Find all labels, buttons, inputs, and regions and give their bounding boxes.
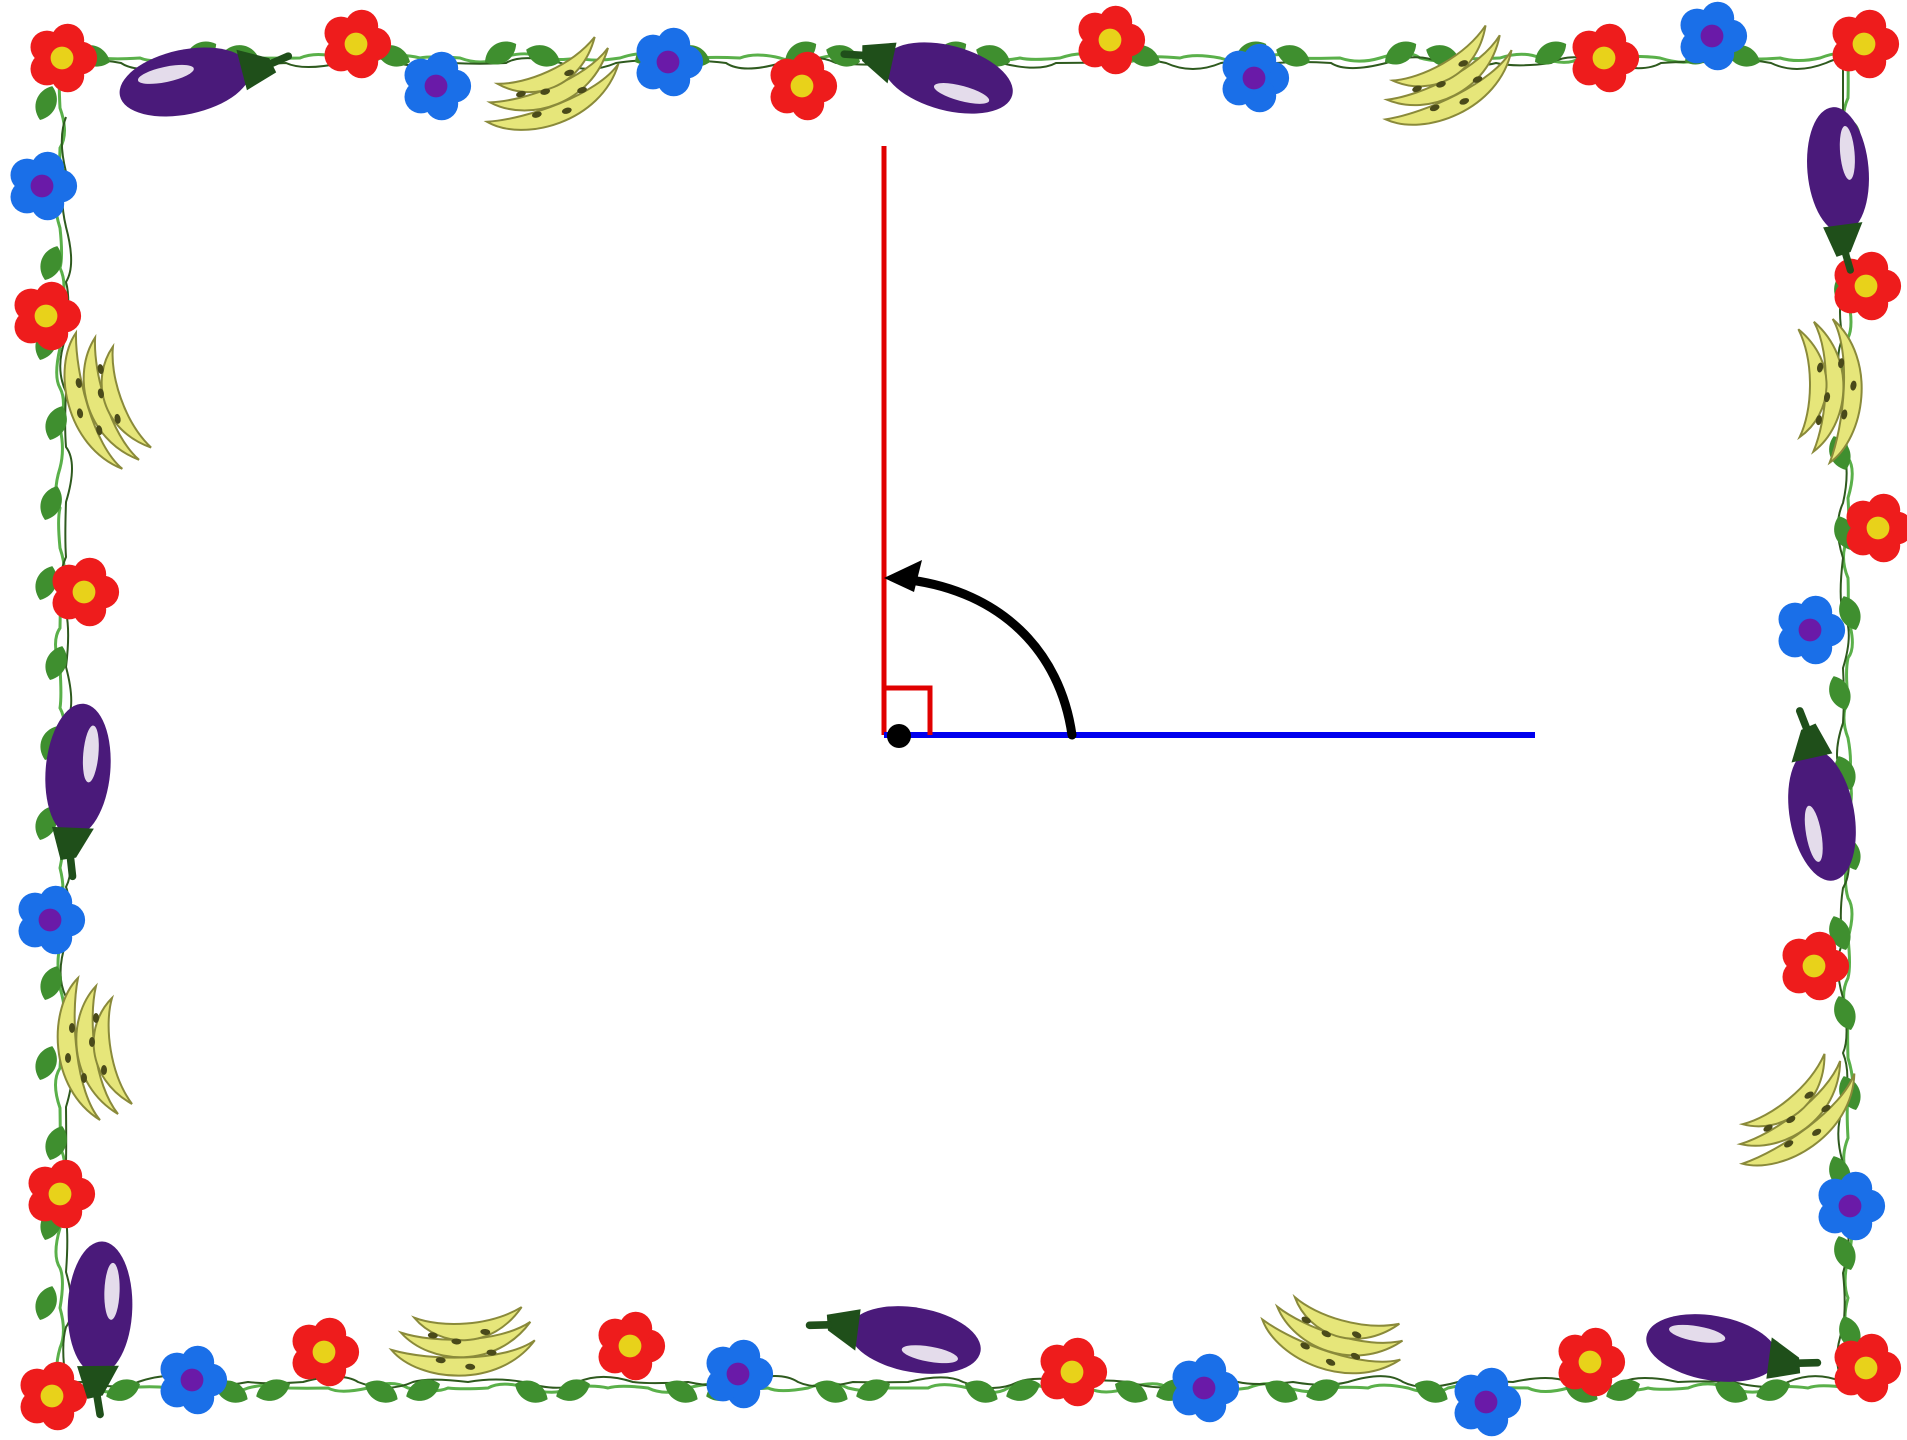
red-flower-icon bbox=[292, 1317, 360, 1387]
blue-flower-icon bbox=[160, 1345, 228, 1415]
blue-flower-icon bbox=[636, 27, 704, 97]
blue-flower-icon bbox=[706, 1339, 774, 1409]
eggplant-icon bbox=[1646, 1314, 1822, 1382]
blue-flower-icon bbox=[1778, 595, 1846, 665]
red-flower-icon bbox=[1846, 493, 1907, 563]
eggplant-icon bbox=[805, 1306, 981, 1374]
banana-icon bbox=[483, 36, 620, 131]
eggplant-icon bbox=[1788, 707, 1856, 881]
red-flower-icon bbox=[1572, 23, 1640, 93]
red-flower-icon bbox=[1834, 251, 1902, 321]
blue-flower-icon bbox=[1172, 1353, 1240, 1423]
vertex-point bbox=[887, 724, 911, 748]
blue-flower-icon bbox=[1818, 1171, 1886, 1241]
banana-icon bbox=[388, 1306, 536, 1377]
blue-flower-icon bbox=[18, 885, 86, 955]
banana-icon bbox=[1382, 24, 1513, 126]
rotation-arrow-arc bbox=[905, 575, 1077, 740]
red-flower-icon bbox=[30, 23, 98, 93]
blue-flower-icon bbox=[10, 151, 78, 221]
red-flower-icon bbox=[14, 281, 82, 351]
blue-flower-icon bbox=[1222, 43, 1290, 113]
red-flower-icon bbox=[1832, 9, 1900, 79]
eggplant-icon bbox=[67, 1241, 133, 1419]
red-flower-icon bbox=[28, 1159, 96, 1229]
banana-icon bbox=[1736, 1053, 1856, 1167]
angle-diagram bbox=[881, 146, 1535, 748]
red-flower-icon bbox=[1078, 5, 1146, 75]
eggplant-icon bbox=[119, 47, 293, 117]
banana-icon bbox=[56, 974, 133, 1121]
right-angle-marker bbox=[884, 685, 933, 735]
red-flower-icon bbox=[52, 557, 120, 627]
red-flower-icon bbox=[1834, 1333, 1902, 1403]
red-flower-icon bbox=[324, 9, 392, 79]
red-flower-icon bbox=[1782, 931, 1850, 1001]
blue-flower-icon bbox=[1454, 1367, 1522, 1437]
red-flower-icon bbox=[598, 1311, 666, 1381]
banana-icon bbox=[63, 329, 152, 470]
red-flower-icon bbox=[20, 1361, 88, 1431]
decorative-border bbox=[10, 1, 1907, 1437]
eggplant-icon bbox=[840, 42, 1013, 114]
red-flower-icon bbox=[1040, 1337, 1108, 1407]
banana-icon bbox=[1260, 1293, 1404, 1375]
rotation-arrow-head bbox=[884, 560, 922, 592]
red-flower-icon bbox=[1558, 1327, 1626, 1397]
red-flower-icon bbox=[770, 51, 838, 121]
blue-flower-icon bbox=[1680, 1, 1748, 71]
eggplant-icon bbox=[45, 703, 111, 881]
banana-icon bbox=[1797, 318, 1863, 466]
eggplant-icon bbox=[1807, 107, 1869, 274]
blue-flower-icon bbox=[404, 51, 472, 121]
